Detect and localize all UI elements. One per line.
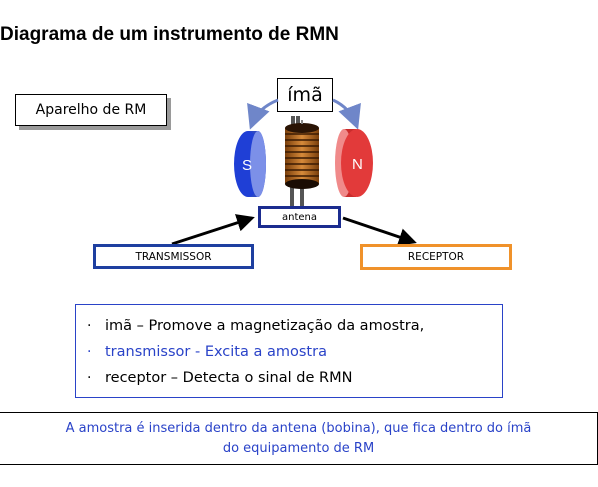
magnet-north-letter: N xyxy=(352,156,363,173)
south-magnet: S xyxy=(234,131,266,197)
legend-item-receptor: · receptor – Detecta o sinal de RMN xyxy=(87,365,502,391)
antena-label: antena xyxy=(281,211,317,223)
page-title: Diagrama de um instrumento de RMN xyxy=(0,24,339,45)
antena-box: antena xyxy=(258,206,341,228)
ima-to-south-arrow xyxy=(247,98,279,130)
nmr-instrument-diagram: S N xyxy=(171,98,417,246)
sample-note-box: A amostra é inserida dentro da antena (b… xyxy=(0,412,598,465)
sample-note-line-1: A amostra é inserida dentro da antena (b… xyxy=(65,420,532,436)
antenna-coil xyxy=(285,116,319,208)
magnet-south-letter: S xyxy=(242,157,252,174)
sample-note-line-2: do equipamento de RM xyxy=(222,440,375,456)
legend-text-receptor: receptor – Detecta o sinal de RMN xyxy=(105,370,353,386)
ima-label: ímã xyxy=(287,84,323,106)
transmissor-label: TRANSMISSOR xyxy=(135,250,212,263)
legend-text-ima: imã – Promove a magnetização da amostra, xyxy=(105,318,425,334)
transmissor-box: TRANSMISSOR xyxy=(93,244,254,269)
receptor-box: RECEPTOR xyxy=(360,244,512,270)
legend-bullet: · xyxy=(87,318,92,334)
legend-box: · imã – Promove a magnetização da amostr… xyxy=(75,304,503,398)
aparelho-label: Aparelho de RM xyxy=(35,102,147,118)
aparelho-label-box: Aparelho de RM xyxy=(15,94,167,126)
north-magnet: N xyxy=(335,129,373,197)
legend-text-transmissor: transmissor - Excita a amostra xyxy=(105,344,327,360)
antena-to-receptor-arrow xyxy=(342,216,417,246)
transmissor-to-antena-arrow xyxy=(171,214,255,246)
receptor-label: RECEPTOR xyxy=(407,251,465,263)
legend-item-ima: · imã – Promove a magnetização da amostr… xyxy=(87,313,502,339)
legend-item-transmissor: · transmissor - Excita a amostra xyxy=(87,339,502,365)
ima-label-box: ímã xyxy=(277,78,333,112)
legend-bullet: · xyxy=(87,370,92,386)
ima-to-north-arrow xyxy=(332,98,361,130)
legend-bullet: · xyxy=(87,344,92,360)
